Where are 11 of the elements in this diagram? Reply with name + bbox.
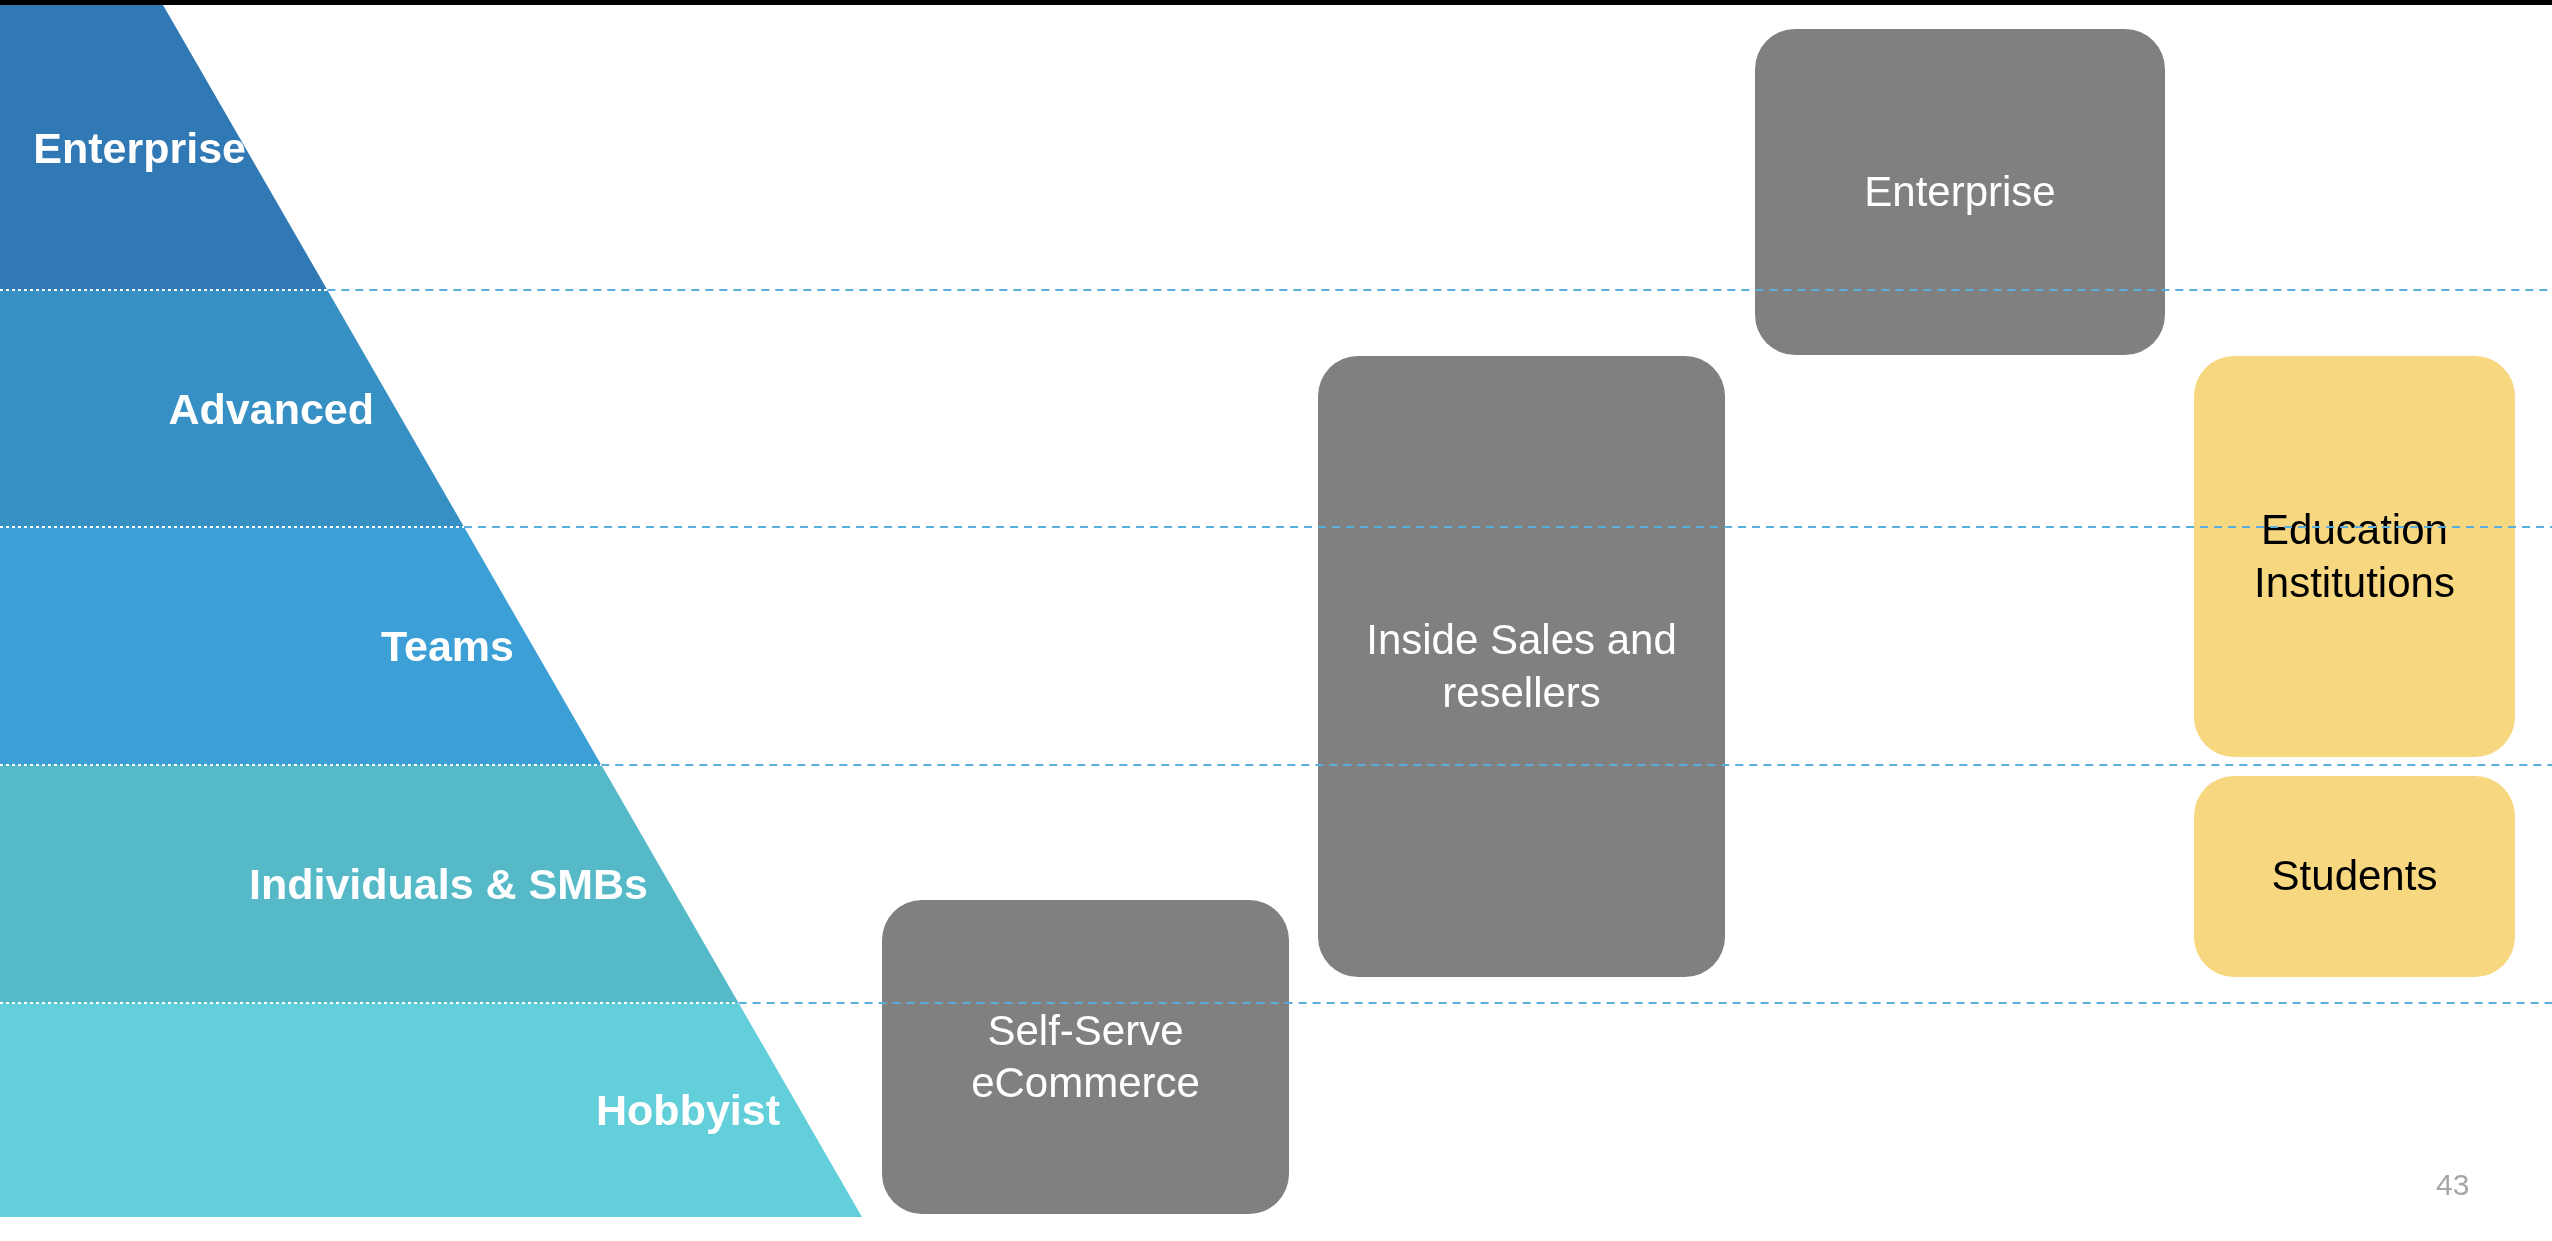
channel-box: Self-Serve eCommerce <box>882 900 1289 1214</box>
channel-box: Enterprise <box>1755 29 2165 355</box>
tier-label: Advanced <box>168 384 374 433</box>
tier-label: Hobbyist <box>596 1085 780 1135</box>
channel-box: Students <box>2194 776 2515 977</box>
page-number: 43 <box>2436 1168 2470 1202</box>
tier-label: Individuals & SMBs <box>249 859 648 909</box>
channel-box: Education Institutions <box>2194 356 2515 757</box>
channel-box: Inside Sales and resellers <box>1318 356 1725 977</box>
tier-label: Enterprise <box>33 123 246 172</box>
tier-label: Teams <box>380 621 514 671</box>
